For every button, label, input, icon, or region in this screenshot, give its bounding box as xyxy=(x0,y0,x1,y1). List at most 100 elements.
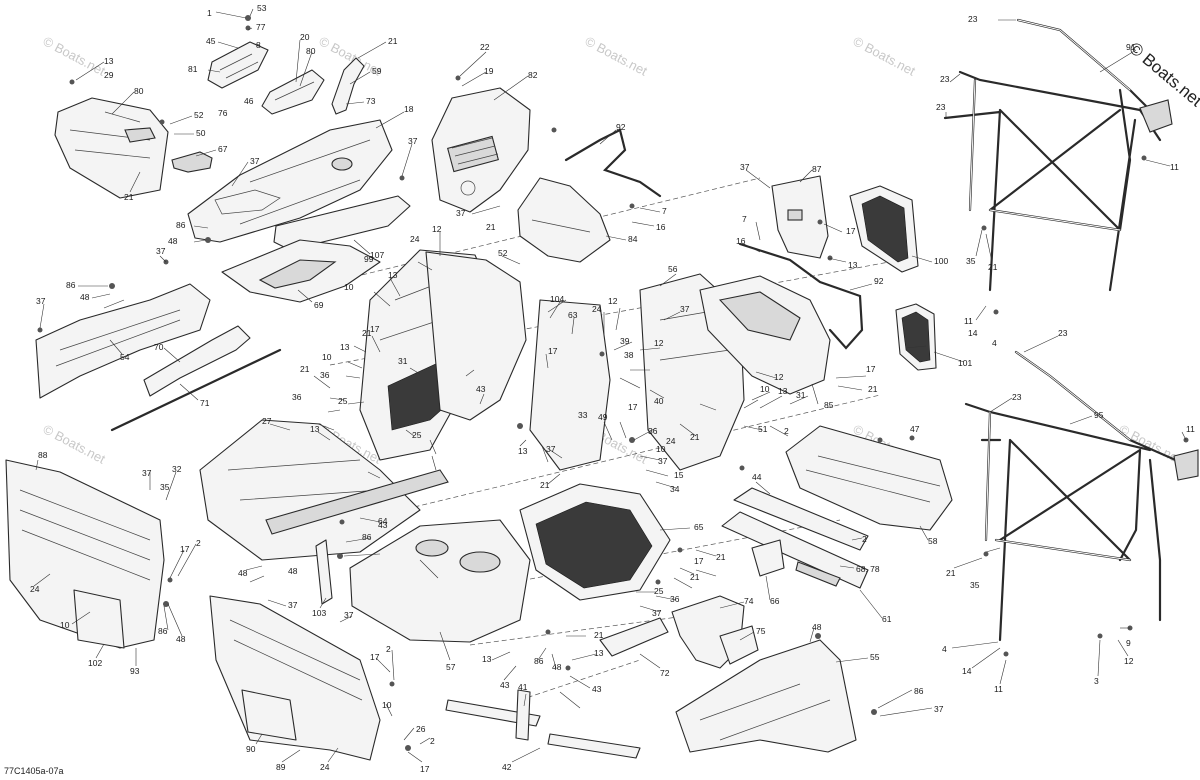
callout-51: 51 xyxy=(758,424,768,434)
part-cable-92-top xyxy=(564,128,662,198)
callout-11: 11 xyxy=(964,316,973,326)
callout-13: 13 xyxy=(388,270,398,280)
part-bed-tub-27 xyxy=(199,419,421,561)
callout-86: 86 xyxy=(66,280,76,290)
callout-53: 53 xyxy=(257,3,267,13)
callout-87: 87 xyxy=(812,164,822,174)
callout-17: 17 xyxy=(694,556,704,566)
callout-12: 12 xyxy=(608,296,618,306)
part-bracket-72 xyxy=(599,617,669,657)
part-fender-55 xyxy=(675,639,857,753)
callout-1: 1 xyxy=(207,8,212,18)
part-rear-panel-102 xyxy=(73,589,125,649)
callout-10: 10 xyxy=(344,282,354,292)
fastener-layer xyxy=(37,15,1189,751)
part-trim-107 xyxy=(273,195,411,251)
callout-68-78: 68, 78 xyxy=(856,564,880,574)
callout-7: 7 xyxy=(662,206,667,216)
part-rod-71 xyxy=(110,348,282,432)
callout-18: 18 xyxy=(404,104,414,114)
callout-48: 48 xyxy=(238,568,248,578)
callout-92: 92 xyxy=(874,276,884,286)
callout-48: 48 xyxy=(552,662,562,672)
callout-4: 4 xyxy=(992,338,997,348)
callout-8: 8 xyxy=(256,40,261,50)
callout-85: 85 xyxy=(824,400,834,410)
callout-2: 2 xyxy=(196,538,201,548)
callout-36: 36 xyxy=(670,594,680,604)
callout-17: 17 xyxy=(370,324,380,334)
callout-86: 86 xyxy=(534,656,544,666)
part-bracket-66 xyxy=(751,539,785,577)
callout-13: 13 xyxy=(340,342,350,352)
part-trim-70 xyxy=(143,325,251,397)
part-bracket-80 xyxy=(261,69,325,115)
callout-34: 34 xyxy=(670,484,680,494)
callout-21: 21 xyxy=(716,552,726,562)
callout-64: 64 xyxy=(378,516,388,526)
part-lever-67 xyxy=(171,151,213,173)
callout-37: 37 xyxy=(652,608,662,618)
callout-12: 12 xyxy=(774,372,784,382)
part-grille-100 xyxy=(849,185,919,273)
callout-74: 74 xyxy=(744,596,754,606)
callout-52: 52 xyxy=(194,110,204,120)
watermark-text: © Boats.net xyxy=(851,33,919,78)
callout-17: 17 xyxy=(866,364,876,374)
callout-2: 2 xyxy=(386,644,391,654)
part-handle-59 xyxy=(331,57,365,115)
callout-25: 25 xyxy=(654,586,664,596)
callout-10: 10 xyxy=(322,352,332,362)
callout-21: 21 xyxy=(540,480,550,490)
callout-25: 25 xyxy=(412,430,422,440)
callout-55: 55 xyxy=(870,652,880,662)
callout-86: 86 xyxy=(914,686,924,696)
callout-9: 9 xyxy=(1126,638,1131,648)
callout-56: 56 xyxy=(668,264,678,274)
callout-13: 13 xyxy=(482,654,492,664)
callout-21: 21 xyxy=(362,328,372,338)
callout-13: 13 xyxy=(310,424,320,434)
part-roll-cage-95 xyxy=(964,350,1199,642)
callout-2: 2 xyxy=(784,426,789,436)
callout-16: 16 xyxy=(736,236,746,246)
callout-21: 21 xyxy=(594,630,604,640)
part-rear-panel-90 xyxy=(241,689,297,741)
callout-49: 49 xyxy=(598,412,608,422)
callout-93: 93 xyxy=(130,666,140,676)
callout-22: 22 xyxy=(480,42,490,52)
callout-11: 11 xyxy=(1170,162,1179,172)
callout-75: 75 xyxy=(756,626,766,636)
callout-31: 31 xyxy=(398,356,408,366)
callout-21: 21 xyxy=(486,222,496,232)
callout-16: 16 xyxy=(656,222,666,232)
callout-17: 17 xyxy=(180,544,190,554)
callout-17: 17 xyxy=(370,652,380,662)
callout-95: 95 xyxy=(1094,410,1104,420)
part-grille-101 xyxy=(895,303,937,371)
part-bracket-103 xyxy=(315,539,333,605)
callout-45: 45 xyxy=(206,36,216,46)
callout-43: 43 xyxy=(476,384,486,394)
callout-10: 10 xyxy=(60,620,70,630)
callout-37: 37 xyxy=(546,444,556,454)
callout-73: 73 xyxy=(366,96,376,106)
callout-2: 2 xyxy=(430,736,435,746)
callout-99: 99 xyxy=(364,254,374,264)
callout-86: 86 xyxy=(158,626,168,636)
callout-12: 12 xyxy=(654,338,664,348)
callout-67: 67 xyxy=(218,144,228,154)
part-rail-44 xyxy=(733,487,869,551)
callout-2: 2 xyxy=(862,534,867,544)
drawing-code-label: 77C1405a-07a xyxy=(4,766,64,776)
callout-42: 42 xyxy=(502,762,512,772)
callout-21: 21 xyxy=(690,432,700,442)
callout-66: 66 xyxy=(770,596,780,606)
callout-65: 65 xyxy=(694,522,704,532)
callout-58: 58 xyxy=(928,536,938,546)
callout-88: 88 xyxy=(38,450,48,460)
part-bracket-81 xyxy=(207,41,269,89)
copyright-label: © Boats.net xyxy=(1125,39,1200,111)
watermark-text: © Boats.net xyxy=(583,33,651,78)
